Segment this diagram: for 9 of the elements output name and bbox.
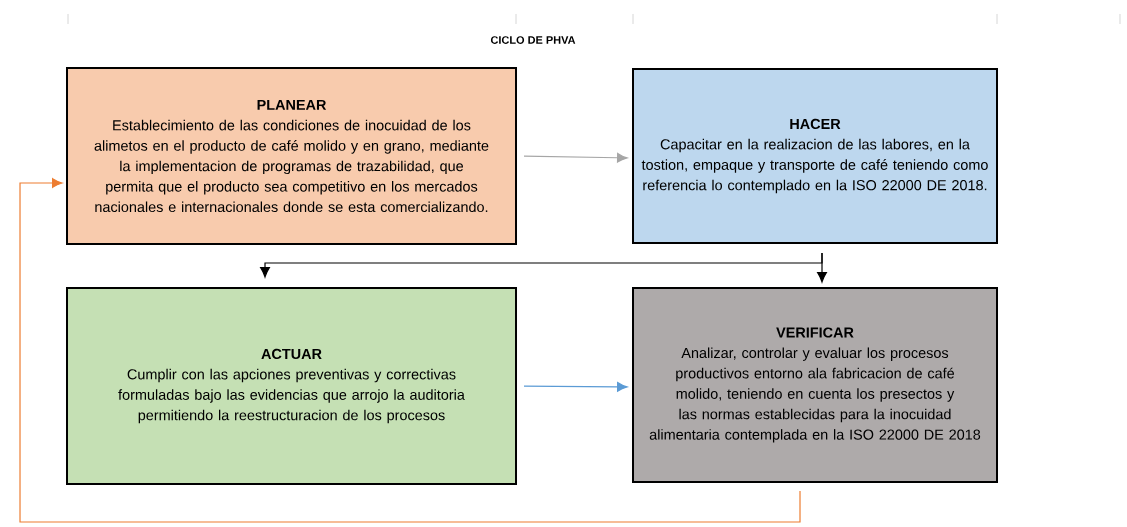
arrow	[523, 152, 628, 163]
process-box: VERIFICAR Analizar, controlar y evaluar los procesos productivos entorno ala fabricacion de café molido, teniendo en cuenta los presectos y las normas establecidas para la inocuidad alimentaria contemplada en la ISO 22000 DE 2018	[632, 287, 998, 483]
title: CICLO DE PHVA	[490, 36, 576, 44]
process-box: HACER Capacitar en la realizacion de las labores, en la tostion, empaque y transporte de café teniendo como referencia lo contemplado en la ISO 22000 DE 2018.	[632, 68, 998, 244]
arrow	[19, 178, 801, 523]
arrow	[523, 381, 628, 392]
arrow	[260, 252, 823, 278]
process-box: PLANEAR Establecimiento de las condiciones de inocuidad de los alimetos en el producto de café molido y en grano, mediante la implementacion de programas de trazabilidad, que permita que el producto sea competitivo en los mercados nacionales e internacionales donde se esta comercializando.	[66, 67, 517, 245]
process-box: ACTUAR Cumplir con las apciones preventivas y correctivas formuladas bajo las evidencias que arrojo la auditoria permitiendo la reestructuracion de los procesos	[66, 287, 517, 485]
